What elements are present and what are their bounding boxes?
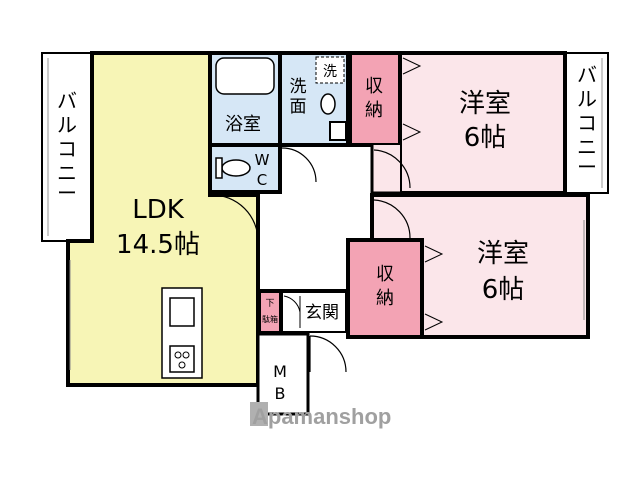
western-room-1-door-icon xyxy=(373,149,411,189)
sink-icon xyxy=(169,297,195,327)
right-balcony-label-5: ー xyxy=(577,155,597,179)
bathtub-icon xyxy=(215,57,275,95)
western-room-1: 洋室 6帖 xyxy=(370,51,567,195)
right-balcony-label-4: ニ xyxy=(577,135,597,159)
closet-1-label-1: 収 xyxy=(365,76,383,97)
wc-door-icon xyxy=(281,147,317,183)
ldk-size: 14.5帖 xyxy=(116,230,200,260)
meter-box: M B xyxy=(256,332,347,416)
closet-2-label-1: 収 xyxy=(376,264,394,285)
left-balcony-label-5: ー xyxy=(57,181,77,205)
western-room-1-name: 洋室 xyxy=(459,89,511,119)
shoe-box-label-2: 駄箱 xyxy=(262,314,278,324)
wc-label-1: W xyxy=(255,151,270,169)
washer-label: 洗 xyxy=(323,64,337,80)
front-door-icon xyxy=(309,335,347,373)
right-balcony-label-2: ル xyxy=(577,87,597,111)
watermark-logo-icon xyxy=(250,402,268,426)
bath-room: 浴室 xyxy=(208,51,282,147)
western-room-2-name: 洋室 xyxy=(477,239,529,269)
watermark-text: Apamanshop xyxy=(252,404,391,429)
closet-1-label-2: 納 xyxy=(365,100,383,121)
washroom-label-1: 洗 xyxy=(290,77,307,97)
closet-2: 収 納 xyxy=(346,238,444,339)
right-balcony-label-3: コ xyxy=(577,111,597,135)
shoe-box: 下 駄箱 xyxy=(259,291,281,333)
right-balcony: バ ル コ ニ ー xyxy=(564,52,609,194)
washroom: 洗 洗 面 xyxy=(278,51,350,147)
toilet-icon xyxy=(221,159,251,177)
hallway xyxy=(257,192,348,291)
washroom-label-2: 面 xyxy=(290,97,307,117)
ldk-room: LDK 14.5帖 xyxy=(66,51,260,387)
left-balcony-label-1: バ xyxy=(57,89,77,113)
shoe-box-label-1: 下 xyxy=(265,299,274,309)
kitchen-counter xyxy=(161,287,203,379)
washer-space xyxy=(315,56,345,84)
wash-basin-icon xyxy=(320,93,336,115)
closet-1: 収 納 xyxy=(348,51,402,147)
left-balcony-label-3: コ xyxy=(57,137,77,161)
closet-2-label-2: 納 xyxy=(376,288,394,309)
left-balcony-label-2: ル xyxy=(57,113,77,137)
watermark: Apamanshop xyxy=(250,402,391,429)
western-room-1-size: 6帖 xyxy=(464,123,507,153)
western-room-2-door-icon xyxy=(373,199,411,239)
bath-name: 浴室 xyxy=(225,114,261,135)
entrance: 玄関 xyxy=(281,291,347,333)
ldk-name: LDK xyxy=(132,195,185,225)
wc-label-2: C xyxy=(257,171,267,189)
meter-box-label-1: M xyxy=(273,362,287,381)
left-balcony-label-4: ニ xyxy=(57,161,77,185)
western-room-2-size: 6帖 xyxy=(482,275,525,305)
right-balcony-label-1: バ xyxy=(577,63,597,87)
left-balcony: バ ル コ ニ ー xyxy=(41,52,93,242)
meter-box-label-2: B xyxy=(275,384,286,403)
wc-room: W C xyxy=(208,143,317,194)
entrance-label: 玄関 xyxy=(305,303,339,323)
